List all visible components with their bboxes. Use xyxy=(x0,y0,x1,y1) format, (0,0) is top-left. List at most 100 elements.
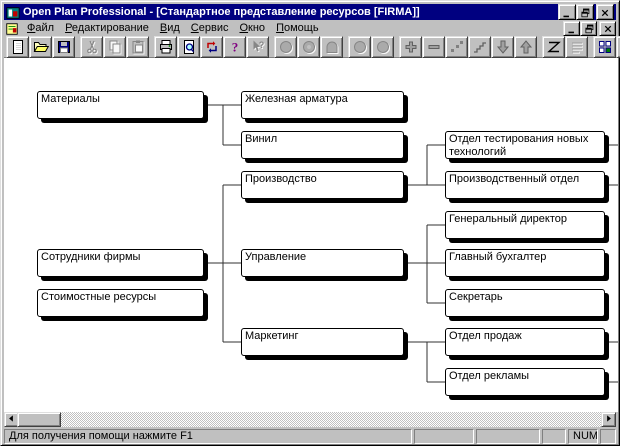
restore-button[interactable] xyxy=(576,4,594,20)
scrollbar-thumb[interactable] xyxy=(17,412,61,427)
window-controls xyxy=(558,4,614,20)
print-preview-button[interactable] xyxy=(177,35,200,58)
copy-icon xyxy=(107,39,123,55)
menu-item-window[interactable]: Окно xyxy=(239,22,266,34)
document-icon xyxy=(5,22,19,35)
cascade-windows-button[interactable] xyxy=(616,35,620,58)
toolbar: ?? xyxy=(4,35,620,58)
plus-icon xyxy=(403,39,419,55)
horizontal-scrollbar[interactable] xyxy=(4,412,616,427)
context-help-button: ? xyxy=(246,35,269,58)
arrow-up-button[interactable] xyxy=(514,35,537,58)
help-icon: ? xyxy=(227,39,243,55)
resource-box-sekretar[interactable]: Секретарь xyxy=(445,289,605,317)
scroll-left-icon xyxy=(6,413,17,427)
scatter-dots-button[interactable] xyxy=(445,35,468,58)
new-document-button[interactable] xyxy=(6,35,29,58)
print-button[interactable] xyxy=(154,35,177,58)
resource-box-marketing[interactable]: Маркетинг xyxy=(241,328,404,356)
title-bar: Open Plan Professional - [Стандартное пр… xyxy=(4,4,616,20)
context-help-icon: ? xyxy=(250,39,266,55)
connector-lines xyxy=(208,104,618,383)
open-folder-button[interactable] xyxy=(29,35,52,58)
scatter-dots-icon xyxy=(449,39,465,55)
status-panel xyxy=(476,429,540,444)
resource-box-sotrudniki-firmy[interactable]: Сотрудники фирмы xyxy=(37,249,204,277)
shape-arch-button xyxy=(320,35,343,58)
menu-item-service[interactable]: Сервис xyxy=(190,22,229,34)
resource-box-generalnyj-direktor[interactable]: Генеральный директор xyxy=(445,211,605,239)
minus-icon xyxy=(426,39,442,55)
resource-box-materialy[interactable]: Материалы xyxy=(37,91,204,119)
resource-box-otdel-reklamy[interactable]: Отдел рекламы xyxy=(445,368,605,396)
shape-circle-a-button xyxy=(348,35,371,58)
menu-item-help[interactable]: Помощь xyxy=(276,22,319,34)
win-close-icon xyxy=(601,9,609,16)
shape-circle-button xyxy=(274,35,297,58)
svg-text:?: ? xyxy=(231,39,238,54)
minimize-button[interactable] xyxy=(558,4,576,20)
open-folder-icon xyxy=(33,39,49,55)
resource-box-otdel-prodazh[interactable]: Отдел продаж xyxy=(445,328,605,356)
resource-box-vinil[interactable]: Винил xyxy=(241,131,404,159)
minimize-button[interactable] xyxy=(563,20,580,36)
print-icon xyxy=(158,39,174,55)
document-window-controls xyxy=(563,20,616,36)
paste-button xyxy=(126,35,149,58)
new-document-icon xyxy=(10,39,26,55)
resource-box-stoimostnye-resursy[interactable]: Стоимостные ресурсы xyxy=(37,289,204,317)
save-button[interactable] xyxy=(52,35,75,58)
shape-circle-detail-icon xyxy=(301,39,317,55)
close-button[interactable] xyxy=(599,20,616,36)
status-bar: Для получения помощи нажмите F1 NUM xyxy=(4,429,616,444)
scroll-right-button[interactable] xyxy=(601,412,616,427)
resource-box-otdel-testirovaniya[interactable]: Отдел тестирования новых технологий xyxy=(445,131,605,159)
status-panel xyxy=(414,429,474,444)
menu-item-view[interactable]: Вид xyxy=(159,22,180,34)
print-preview-icon xyxy=(181,39,197,55)
minus-button[interactable] xyxy=(422,35,445,58)
save-icon xyxy=(56,39,72,55)
win-restore-icon xyxy=(584,24,593,33)
steps-button[interactable] xyxy=(468,35,491,58)
shape-circle-b-button xyxy=(371,35,394,58)
update-arrows-button[interactable] xyxy=(200,35,223,58)
text-lines-button xyxy=(565,35,588,58)
zigzag-button[interactable] xyxy=(542,35,565,58)
resource-box-glavnyj-buhgalter[interactable]: Главный бухгалтер xyxy=(445,249,605,277)
app-icon xyxy=(6,6,20,19)
shape-circle-b-icon xyxy=(375,39,391,55)
restore-button[interactable] xyxy=(580,20,597,36)
plus-button[interactable] xyxy=(399,35,422,58)
arrow-down-icon xyxy=(495,39,511,55)
menu-item-file[interactable]: Файл xyxy=(27,22,55,34)
win-close-icon xyxy=(604,25,611,32)
win-restore-icon xyxy=(581,8,590,17)
resource-box-proizvodstvo[interactable]: Производство xyxy=(241,171,404,199)
shape-circle-detail-button xyxy=(297,35,320,58)
shape-circle-a-icon xyxy=(352,39,368,55)
cut-button xyxy=(80,35,103,58)
arrow-down-button[interactable] xyxy=(491,35,514,58)
update-arrows-icon xyxy=(204,39,220,55)
help-button[interactable]: ? xyxy=(223,35,246,58)
status-help-text: Для получения помощи нажмите F1 xyxy=(4,429,412,444)
text-lines-icon xyxy=(569,39,585,55)
paste-icon xyxy=(130,39,146,55)
tile-windows-icon xyxy=(597,39,613,55)
cut-icon xyxy=(84,39,100,55)
resource-box-upravlenie[interactable]: Управление xyxy=(241,249,404,277)
menu-bar: Файл Редактирование Вид Сервис Окно Помощь xyxy=(4,20,616,36)
resource-box-zheleznaya-armatura[interactable]: Железная арматура xyxy=(241,91,404,119)
resource-box-proizvodstvennyj-otdel[interactable]: Производственный отдел xyxy=(445,171,605,199)
menu-items: Файл Редактирование Вид Сервис Окно Помощь xyxy=(22,21,325,35)
zigzag-icon xyxy=(546,39,562,55)
tile-windows-button[interactable] xyxy=(593,35,616,58)
menu-item-edit[interactable]: Редактирование xyxy=(65,22,149,34)
arrow-up-icon xyxy=(518,39,534,55)
shape-circle-icon xyxy=(278,39,294,55)
close-button[interactable] xyxy=(596,4,614,20)
status-panel xyxy=(600,429,616,444)
status-panel xyxy=(542,429,566,444)
